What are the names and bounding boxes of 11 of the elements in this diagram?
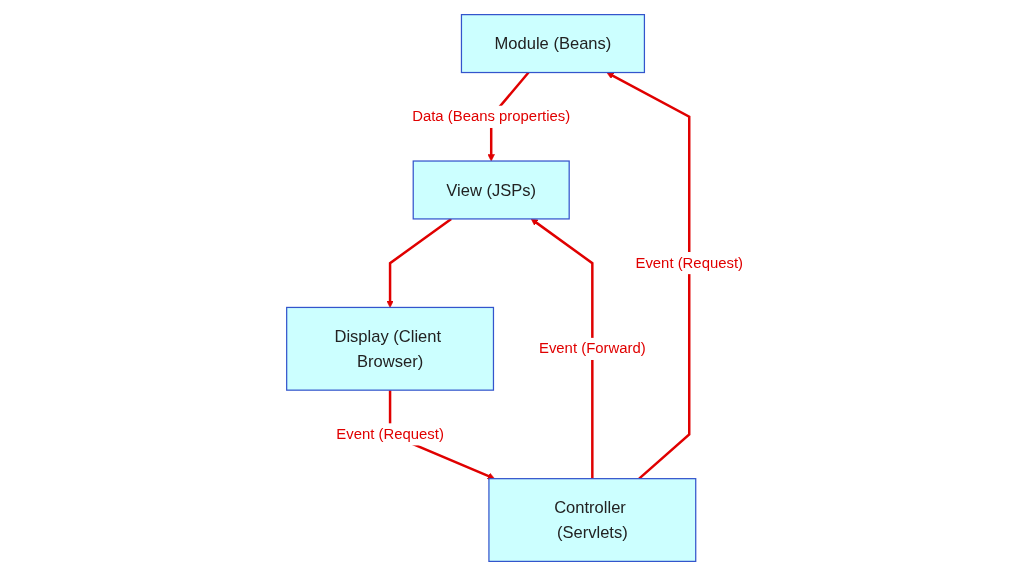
node-box: Module (Beans)	[461, 14, 646, 74]
arrow	[531, 218, 594, 479]
arrow	[606, 72, 691, 480]
edge-label: Event (Request)	[635, 254, 744, 272]
arrow	[386, 217, 453, 308]
edge-label: Data (Beans properties)	[412, 108, 571, 125]
node-box: Display (Client Browser)	[286, 306, 495, 391]
node-box: View (JSPs)	[412, 160, 570, 220]
node-box: Controller (Servlets)	[488, 478, 697, 562]
edge-label: Event (Forward)	[539, 340, 646, 357]
edge-label: Event (Request)	[336, 425, 444, 443]
